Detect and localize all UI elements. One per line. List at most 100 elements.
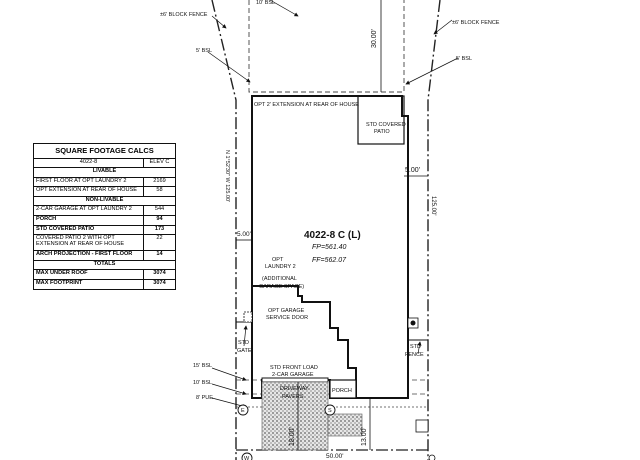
label-dim-5-left: 5.00' (237, 231, 251, 238)
label-dim-50: 50.00' (326, 453, 344, 460)
table-row: ARCH PROJECTION - FIRST FLOOR 14 (34, 251, 175, 261)
label-bsl-10-top: 10' BSL (256, 0, 275, 6)
utility-box-right (415, 419, 429, 433)
label-pue-8: 8' PUE (196, 395, 213, 401)
row-value: 173 (154, 225, 165, 232)
walkway-pavers (327, 413, 363, 437)
row-value: 58 (156, 187, 163, 194)
label-driveway-1: DRIVEWAY (280, 386, 309, 392)
corner-marker-right (428, 454, 436, 460)
table-header-elev: ELEV C (149, 158, 170, 165)
leader-bsl-left (207, 51, 251, 83)
std-covered-patio (357, 95, 405, 145)
label-std-front-load-1: STD FRONT LOAD (270, 365, 318, 371)
label-dim-125-right: 125.00' (430, 196, 436, 216)
table-row: COVERED PATIO 2 WITH OPT EXTENSION AT RE… (34, 235, 175, 252)
label-bsl-5-right: 5' BSL (456, 56, 472, 62)
table-row: OPT EXTENSION AT REAR OF HOUSE 58 (34, 187, 175, 197)
label-std-gate-2: GATE (237, 348, 252, 354)
sewer-marker (324, 404, 336, 416)
table-header-row: 4022-8 ELEV C (34, 158, 175, 169)
row-label: PORCH (34, 216, 144, 225)
row-value: 14 (156, 251, 163, 258)
leader-bsl-top (269, 0, 299, 17)
leader-bsl-15 (211, 367, 247, 381)
leader-fence-right (433, 19, 453, 35)
label-driveway-2: PAVERS (282, 394, 304, 400)
label-dim-5-right: 5.00' (405, 167, 420, 174)
label-ff: FF=562.07 (312, 257, 347, 264)
leader-bsl-right (405, 57, 459, 85)
row-label: MAX FOOTPRINT (34, 280, 144, 289)
plan-name: 4022-8 C (L) (304, 230, 361, 241)
label-opt-laundry-2: LAUNDRY 2 (265, 264, 296, 270)
table-row: PORCH 94 (34, 216, 175, 226)
porch (329, 379, 357, 399)
label-std-gate-1: STD (238, 340, 249, 346)
row-label: ARCH PROJECTION - FIRST FLOOR (34, 251, 144, 260)
table-row: FIRST FLOOR AT OPT LAUNDRY 2 2169 (34, 177, 175, 188)
table-row: 2-CAR GARAGE AT OPT LAUNDRY 2 544 (34, 206, 175, 217)
table-title: SQUARE FOOTAGE CALCS (34, 144, 175, 159)
table-row: MAX UNDER ROOF 3074 (34, 270, 175, 281)
label-patio-2: PATIO (374, 129, 390, 135)
table-section-row: TOTALS (34, 261, 175, 271)
label-dim-30: 30.00' (371, 29, 378, 48)
table-section-row: NON-LIVABLE (34, 197, 175, 207)
row-value: 544 (154, 206, 165, 213)
row-value: 94 (156, 216, 163, 223)
label-porch: PORCH (332, 388, 352, 394)
square-footage-table: SQUARE FOOTAGE CALCS 4022-8 ELEV C LIVAB… (33, 143, 176, 290)
row-value: 22 (156, 235, 163, 242)
property-line-right (427, 0, 441, 460)
label-bsl-5-left: 5' BSL (196, 48, 212, 54)
leader-bsl-10 (211, 383, 247, 396)
row-value: 3074 (153, 280, 166, 287)
label-bearing-left: N 1°52'30" W 125.00' (224, 150, 230, 202)
label-dim-13: 13.00' (361, 427, 368, 446)
water-marker (241, 452, 253, 460)
driveway-pavers (261, 381, 329, 451)
label-marker-s: S (328, 408, 332, 414)
table-header-plan: 4022-8 (34, 158, 144, 168)
section-label: LIVABLE (92, 168, 117, 175)
label-fence-right: ±6' BLOCK FENCE (452, 20, 500, 26)
gate-box (243, 311, 253, 323)
label-opt-extension: OPT 2' EXTENSION AT REAR OF HOUSE (254, 102, 359, 108)
row-label: 2-CAR GARAGE AT OPT LAUNDRY 2 (34, 206, 144, 216)
label-marker-e: E (241, 408, 245, 414)
leader-fence-left (211, 15, 227, 29)
row-label: FIRST FLOOR AT OPT LAUNDRY 2 (34, 177, 144, 187)
row-value: 2169 (153, 177, 166, 184)
row-value: 3074 (153, 270, 166, 277)
label-dim-18: 18.00' (289, 427, 296, 446)
electric-marker (237, 404, 249, 416)
row-label: COVERED PATIO 2 WITH OPT EXTENSION AT RE… (34, 235, 144, 251)
table-section-row: LIVABLE (34, 168, 175, 178)
row-label: MAX UNDER ROOF (34, 270, 144, 280)
label-opt-laundry-1: OPT (272, 257, 284, 263)
table-row: MAX FOOTPRINT 3074 (34, 280, 175, 289)
label-opt-garage-door-1: OPT GARAGE (268, 308, 305, 314)
leader-fence-std (417, 341, 422, 355)
garage-door (261, 377, 329, 383)
label-addl-garage-2: GARAGE SPACE) (259, 284, 304, 290)
label-addl-garage-1: (ADDITIONAL (262, 276, 297, 282)
row-label: OPT EXTENSION AT REAR OF HOUSE (34, 187, 144, 196)
equipment-circle (410, 320, 416, 326)
label-bsl-10: 10' BSL (193, 380, 212, 386)
rear-setback-line (248, 0, 405, 93)
row-label: STD COVERED PATIO (34, 225, 144, 235)
leader-gate (243, 325, 248, 347)
label-fp: FP=561.40 (312, 244, 347, 251)
section-label: TOTALS (93, 260, 116, 267)
label-patio-1: STD COVERED (366, 122, 406, 128)
table-row: STD COVERED PATIO 173 (34, 225, 175, 236)
section-label: NON-LIVABLE (85, 196, 124, 203)
label-bsl-15: 15' BSL (193, 363, 212, 369)
property-line-left (211, 0, 237, 460)
label-opt-garage-door-2: SERVICE DOOR (266, 315, 308, 321)
